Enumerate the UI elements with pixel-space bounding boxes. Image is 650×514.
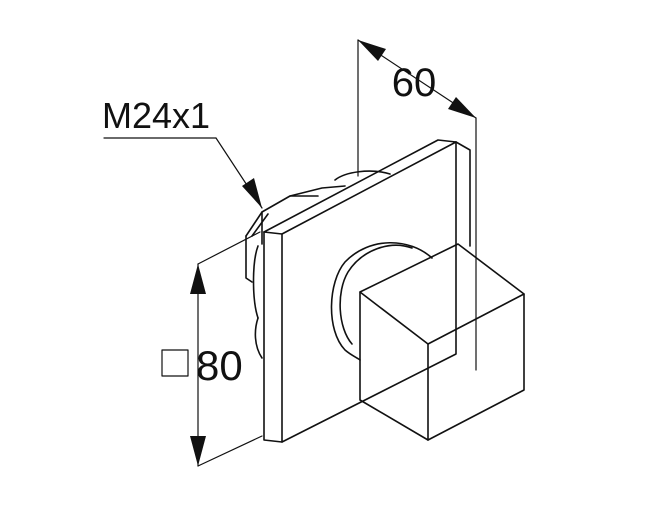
label-60: 60 — [392, 61, 437, 105]
plate-top-edge — [263, 139, 457, 233]
plate-side-face — [263, 231, 283, 443]
cube-top-face — [359, 243, 525, 345]
arrowhead-right — [448, 97, 476, 118]
label-m24x1: M24x1 — [102, 95, 210, 136]
plate-front-face — [281, 141, 457, 443]
arrowhead-bottom — [190, 436, 206, 466]
arrowhead-top — [190, 264, 206, 294]
square-plate — [263, 139, 471, 443]
cube-left-face — [359, 291, 429, 441]
shaft-cylinder — [330, 242, 433, 361]
thread-leader — [103, 137, 263, 209]
dimension-60 — [357, 39, 477, 371]
cube-right-face — [427, 293, 525, 441]
dimension-80 — [190, 231, 263, 467]
arrowhead-left — [358, 40, 386, 61]
label-80: 80 — [196, 342, 243, 389]
mounting-nut — [245, 170, 391, 359]
handle-cube — [359, 243, 525, 441]
square-symbol-icon — [161, 349, 189, 377]
leader-arrowhead — [242, 178, 262, 208]
